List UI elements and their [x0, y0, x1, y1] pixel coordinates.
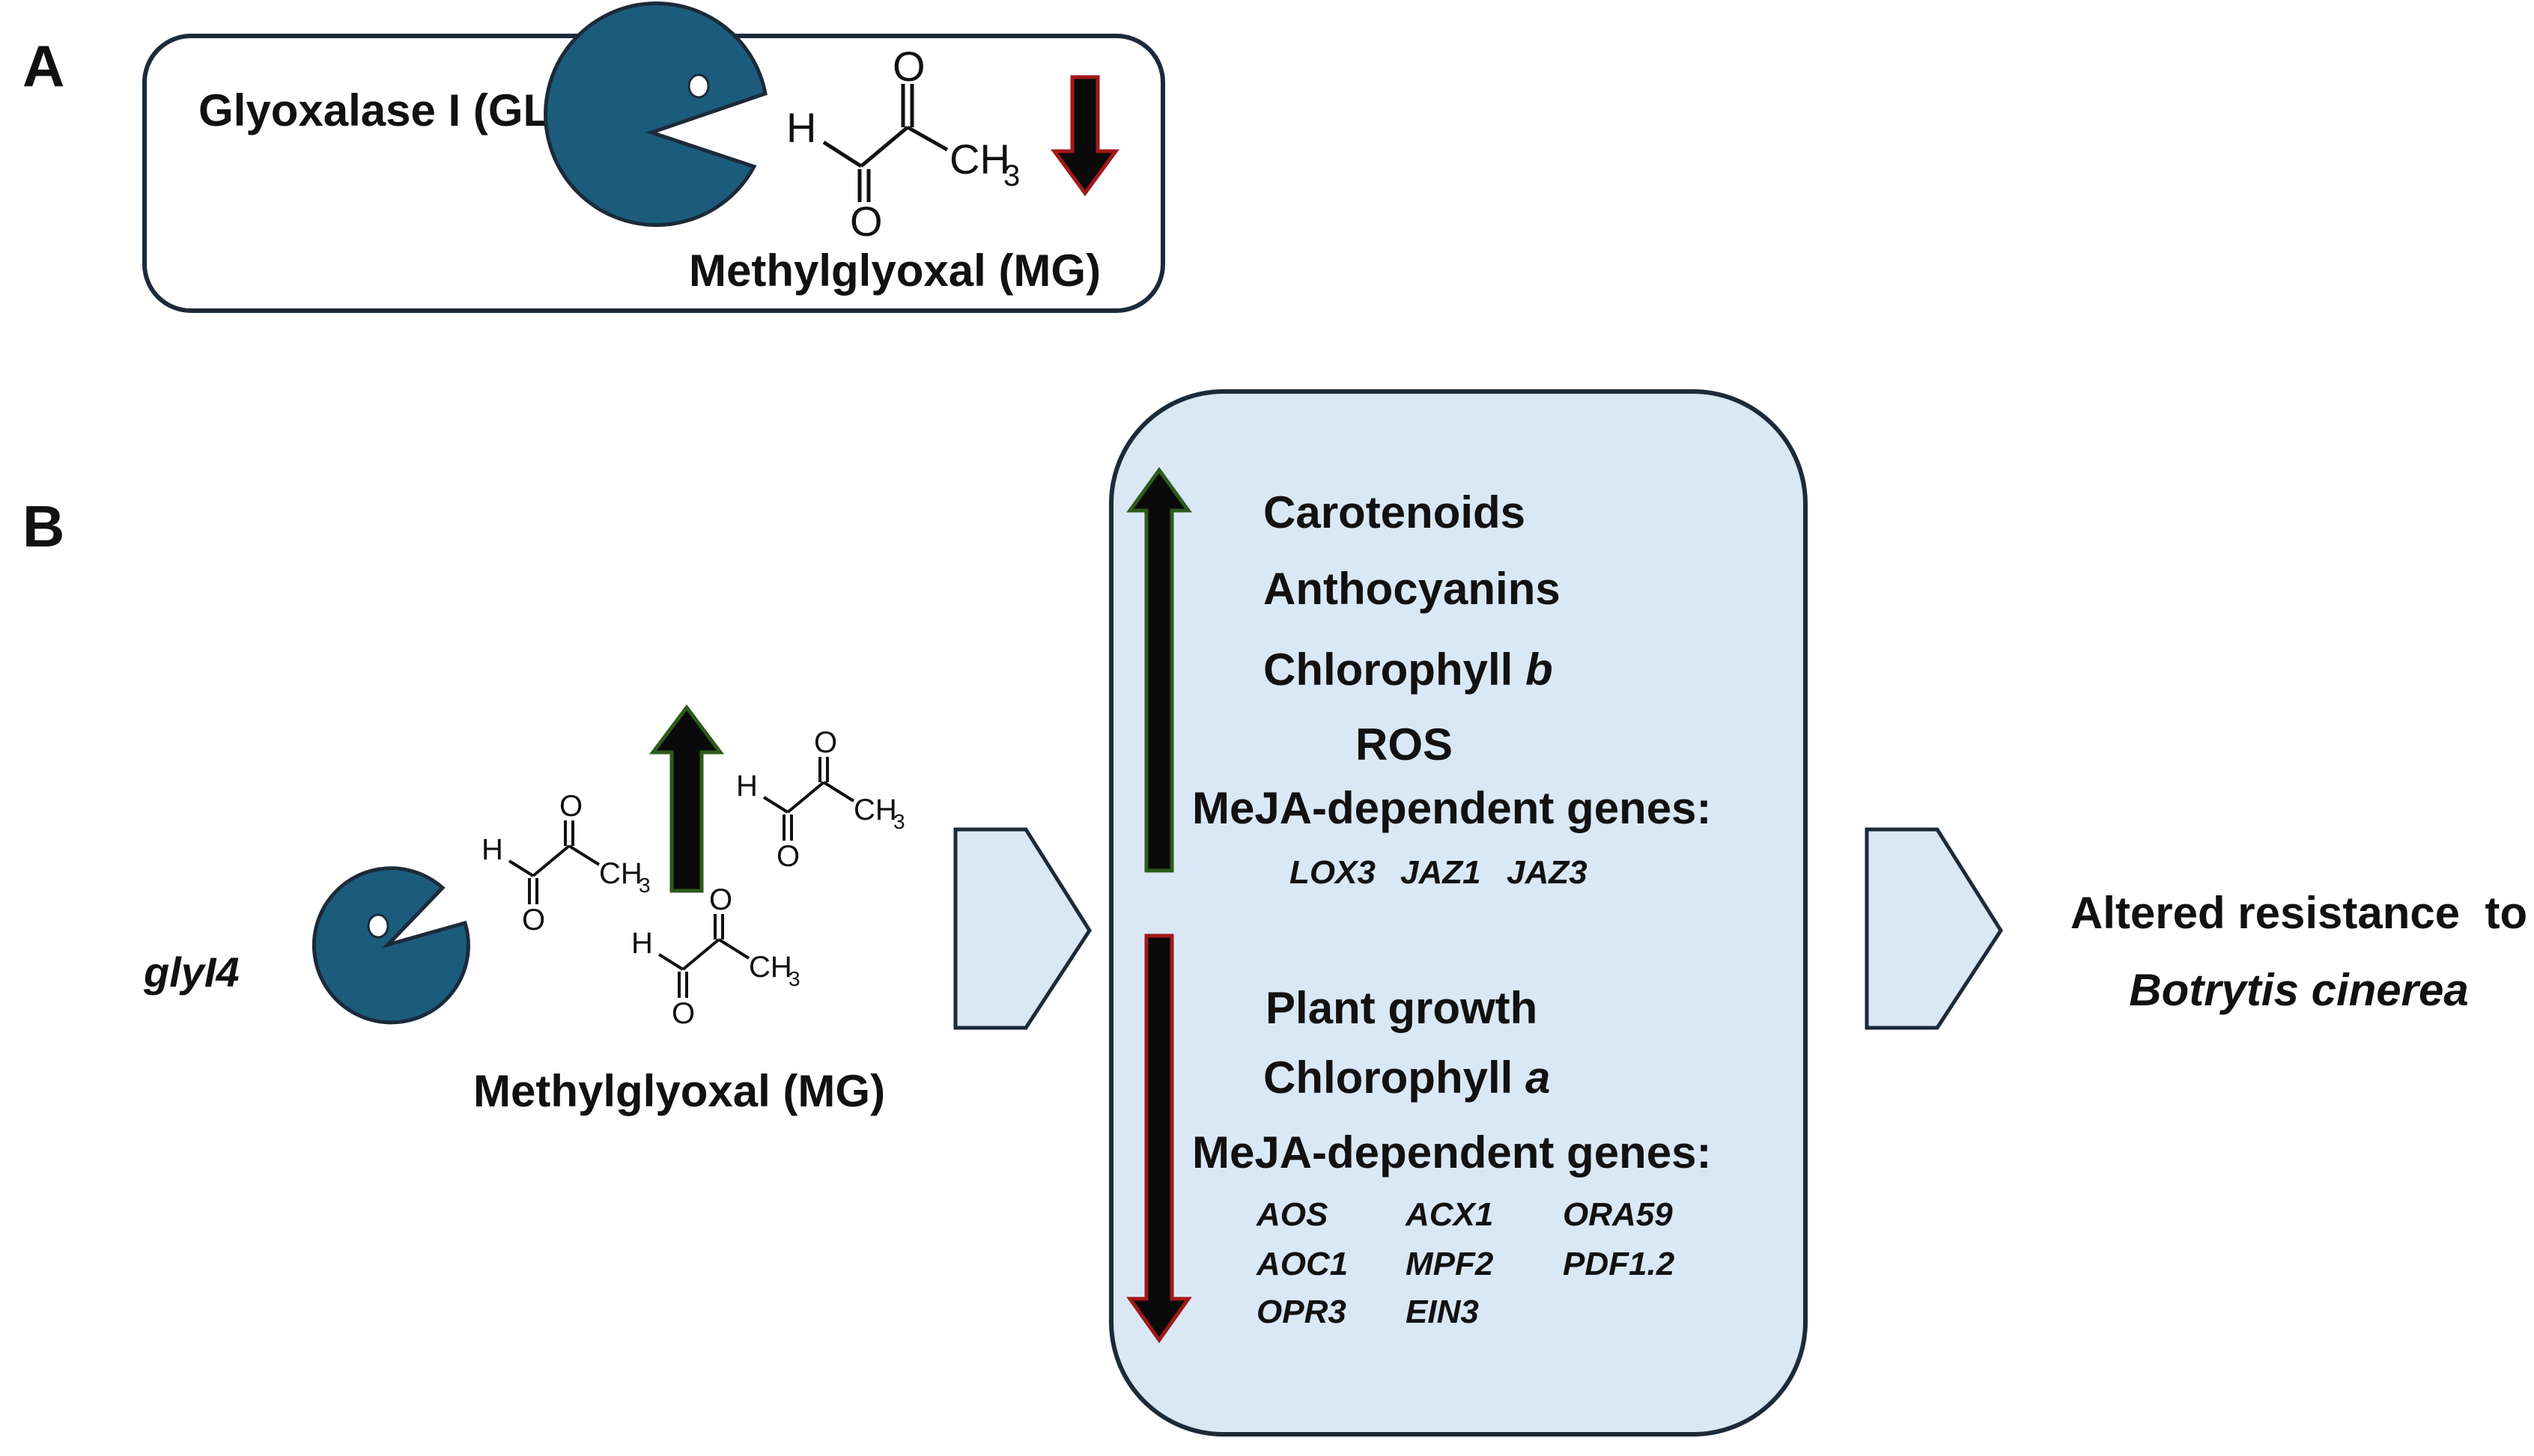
methylglyoxal-molecule-b2	[762, 757, 855, 841]
mg-b2-ch: CH	[854, 794, 897, 826]
outcome-line-2: Botrytis cinerea	[2129, 965, 2469, 1015]
gene-pdf12: PDF1.2	[1563, 1246, 1675, 1282]
mg-b1-h: H	[481, 833, 503, 866]
methylglyoxal-molecule-b1	[508, 820, 601, 904]
down-arrow-icon	[1126, 933, 1192, 1344]
mg-a-o-top: O	[893, 43, 926, 90]
mutant-enzyme-body	[312, 866, 470, 1025]
carotenoids-label: Carotenoids	[1263, 487, 1525, 537]
panel-b-label: B	[22, 493, 64, 559]
enzyme-body	[544, 1, 768, 228]
mg-b3-o-top: O	[709, 883, 732, 916]
chlorophyll-b-letter: b	[1525, 645, 1553, 695]
gene-jaz1: JAZ1	[1400, 854, 1481, 891]
mg-b1-ch: CH	[599, 857, 642, 890]
down-arrow-icon	[1051, 75, 1119, 197]
mg-b1-sub3: 3	[639, 874, 651, 897]
chevron-arrow-icon	[1865, 827, 2003, 1030]
methylglyoxal-label-b: Methylglyoxal (MG)	[473, 1066, 885, 1116]
methylglyoxal-molecule-b3	[657, 914, 750, 998]
chlorophyll-b-label: Chlorophyll b	[1263, 645, 1553, 695]
gene-lox3: LOX3	[1289, 854, 1376, 891]
up-arrow-icon	[1126, 466, 1192, 873]
gene-acx1: ACX1	[1405, 1196, 1493, 1233]
mg-a-o-bottom: O	[850, 198, 883, 245]
mg-b3-sub3: 3	[789, 967, 800, 990]
up-arrow-icon	[649, 704, 724, 893]
plant-growth-label: Plant growth	[1266, 983, 1537, 1033]
gene-jaz3: JAZ3	[1507, 854, 1587, 891]
chlorophyll-a-letter: a	[1525, 1053, 1550, 1103]
chlorophyll-b-text: Chlorophyll	[1263, 645, 1525, 695]
chlorophyll-a-label: Chlorophyll a	[1263, 1053, 1550, 1103]
glyoxalase-label: Glyoxalase I (GLYI)	[198, 85, 604, 135]
methylglyoxal-molecule-a	[822, 84, 949, 202]
meja-genes-down-heading: MeJA-dependent genes:	[1192, 1127, 1711, 1178]
mg-b2-h: H	[736, 770, 758, 802]
anthocyanins-label: Anthocyanins	[1263, 564, 1561, 614]
mg-b3-o-bottom: O	[672, 997, 695, 1030]
mg-b3-ch: CH	[749, 951, 792, 984]
gene-aos: AOS	[1256, 1196, 1328, 1233]
mg-a-ch: CH	[950, 135, 1010, 183]
gene-aoc1: AOC1	[1256, 1246, 1348, 1282]
mg-b1-o-bottom: O	[522, 904, 545, 936]
mg-a-sub3: 3	[1003, 159, 1020, 192]
gene-opr3: OPR3	[1257, 1294, 1346, 1330]
mg-b3-h: H	[631, 927, 653, 960]
outcome-line-1: Altered resistance to	[2070, 888, 2527, 938]
mutant-enzyme-eye	[367, 913, 389, 939]
pacman-enzyme-icon	[312, 866, 470, 1025]
gene-ora59: ORA59	[1563, 1196, 1673, 1233]
mg-b1-o-top: O	[559, 790, 583, 823]
chlorophyll-a-text: Chlorophyll	[1263, 1053, 1525, 1103]
mg-b2-o-top: O	[814, 726, 837, 759]
panel-a-label: A	[22, 33, 64, 99]
gene-mpf2: MPF2	[1406, 1246, 1494, 1282]
enzyme-eye	[687, 73, 710, 99]
mg-b2-sub3: 3	[893, 810, 905, 833]
glyi4-mutant-label: glyI4	[143, 948, 240, 996]
pacman-enzyme-icon	[544, 1, 768, 228]
effects-panel	[1109, 389, 1808, 1437]
gene-ein3: EIN3	[1406, 1294, 1479, 1330]
chevron-arrow-icon	[953, 827, 1092, 1030]
methylglyoxal-label-a: Methylglyoxal (MG)	[689, 246, 1101, 296]
mg-a-h: H	[786, 104, 816, 151]
ros-label: ROS	[1355, 719, 1453, 770]
mg-b2-o-bottom: O	[777, 840, 800, 873]
meja-genes-up-heading: MeJA-dependent genes:	[1192, 783, 1711, 833]
